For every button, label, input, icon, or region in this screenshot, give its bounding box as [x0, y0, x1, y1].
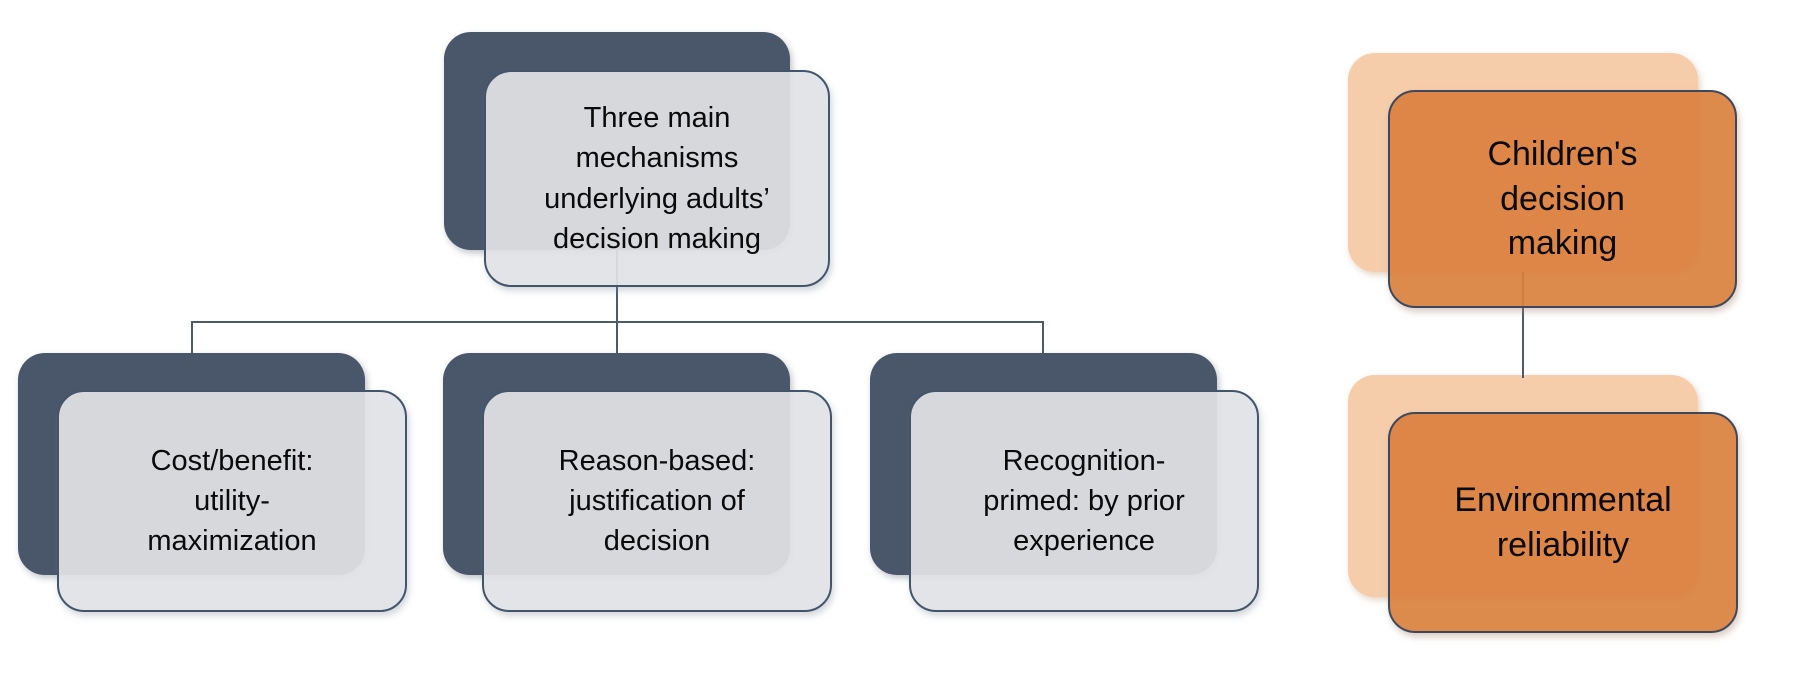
node-reason-based-face: Reason-based: justification of decision: [482, 390, 832, 612]
connector-drop-right: [1042, 321, 1044, 353]
connector-root-stem: [616, 250, 618, 353]
connector-drop-left: [191, 321, 193, 353]
node-childrens-decision: Children's decision making: [1348, 53, 1743, 313]
node-childrens-decision-label: Children's decision making: [1487, 134, 1638, 263]
node-childrens-decision-face: Children's decision making: [1388, 90, 1737, 308]
node-environmental-reliability-label: Environmental reliability: [1454, 480, 1672, 564]
node-recognition-primed: Recognition- primed: by prior experience: [870, 353, 1265, 618]
node-cost-benefit: Cost/benefit: utility- maximization: [18, 353, 413, 618]
node-recognition-primed-label: Recognition- primed: by prior experience: [983, 444, 1185, 557]
node-cost-benefit-label: Cost/benefit: utility- maximization: [147, 444, 317, 557]
node-adults-root-face: Three main mechanisms underlying adults’…: [484, 70, 830, 287]
connector-children-link: [1522, 272, 1524, 378]
node-adults-root-label: Three main mechanisms underlying adults’…: [544, 102, 770, 255]
node-environmental-reliability-face: Environmental reliability: [1388, 412, 1738, 633]
node-reason-based: Reason-based: justification of decision: [443, 353, 838, 618]
node-adults-root: Three main mechanisms underlying adults’…: [444, 32, 834, 292]
node-cost-benefit-face: Cost/benefit: utility- maximization: [57, 390, 407, 612]
connector-horizontal-bar: [191, 321, 1044, 323]
node-reason-based-label: Reason-based: justification of decision: [558, 444, 756, 557]
node-recognition-primed-face: Recognition- primed: by prior experience: [909, 390, 1259, 612]
node-environmental-reliability: Environmental reliability: [1348, 375, 1743, 640]
